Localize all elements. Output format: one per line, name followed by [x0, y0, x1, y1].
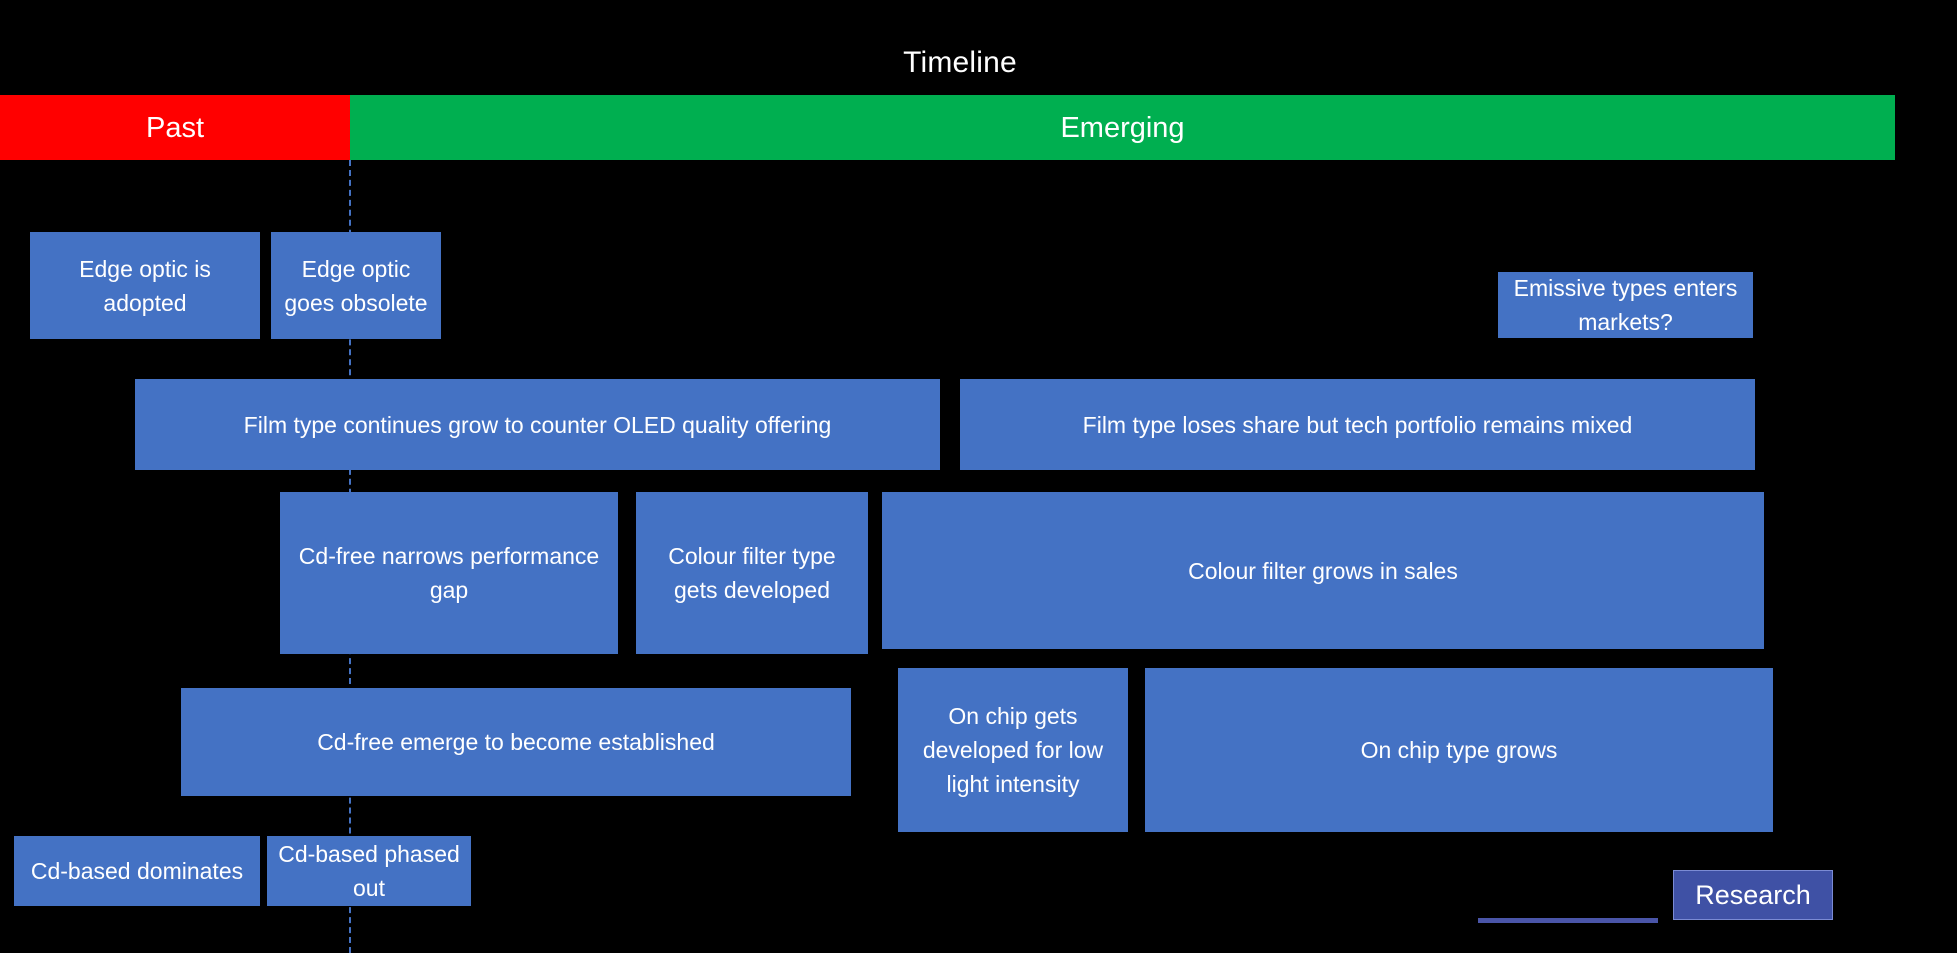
phase-label-past: Past — [145, 111, 205, 144]
event-label: Cd-based phased out — [278, 841, 460, 901]
event-label: Colour filter type gets developed — [668, 543, 836, 603]
event-box-film-type-continues-grow[interactable]: Film type continues grow to counter OLED… — [135, 379, 940, 470]
event-box-film-type-loses-share[interactable]: Film type loses share but tech portfolio… — [960, 379, 1755, 470]
event-label: Cd-free narrows performance gap — [298, 543, 600, 603]
page-title: Timeline — [903, 46, 1017, 79]
event-box-colour-filter-grows-in-sales[interactable]: Colour filter grows in sales — [882, 492, 1764, 649]
event-box-cd-based-phased-out[interactable]: Cd-based phased out — [267, 836, 471, 906]
event-label: Edge optic goes obsolete — [284, 255, 428, 316]
event-label: Film type loses share but tech portfolio… — [1082, 411, 1633, 438]
event-box-cd-based-dominates[interactable]: Cd-based dominates — [14, 836, 260, 906]
legend-chip-research[interactable]: Research — [1673, 870, 1833, 920]
event-label: Emissive types enters markets? — [1513, 275, 1738, 335]
legend-label: Research — [1695, 880, 1811, 910]
event-box-on-chip-type-grows[interactable]: On chip type grows — [1145, 668, 1773, 832]
event-label: Film type continues grow to counter OLED… — [243, 411, 832, 438]
event-box-colour-filter-type-developed[interactable]: Colour filter type gets developed — [636, 492, 868, 654]
legend-rule-line — [1478, 918, 1658, 923]
event-label: On chip gets developed for low light int… — [922, 703, 1104, 797]
event-label: Cd-based dominates — [30, 858, 244, 884]
phase-bar-emerging[interactable]: Emerging — [350, 95, 1895, 160]
event-label: On chip type grows — [1360, 737, 1558, 763]
event-label: Cd-free emerge to become established — [317, 729, 715, 755]
event-label: Edge optic is adopted — [79, 255, 211, 316]
event-box-cd-free-narrows-performance-gap[interactable]: Cd-free narrows performance gap — [280, 492, 618, 654]
event-box-cd-free-emerge-established[interactable]: Cd-free emerge to become established — [181, 688, 851, 796]
phase-label-emerging: Emerging — [1060, 111, 1185, 144]
event-box-edge-optic-adopted[interactable]: Edge optic is adopted — [30, 232, 260, 339]
event-box-emissive-types-enters-markets[interactable]: Emissive types enters markets? — [1498, 272, 1753, 338]
event-box-edge-optic-obsolete[interactable]: Edge optic goes obsolete — [271, 232, 441, 339]
phase-bar-past[interactable]: Past — [0, 95, 350, 160]
event-box-on-chip-developed-low-light[interactable]: On chip gets developed for low light int… — [898, 668, 1128, 832]
event-label: Colour filter grows in sales — [1188, 557, 1458, 584]
